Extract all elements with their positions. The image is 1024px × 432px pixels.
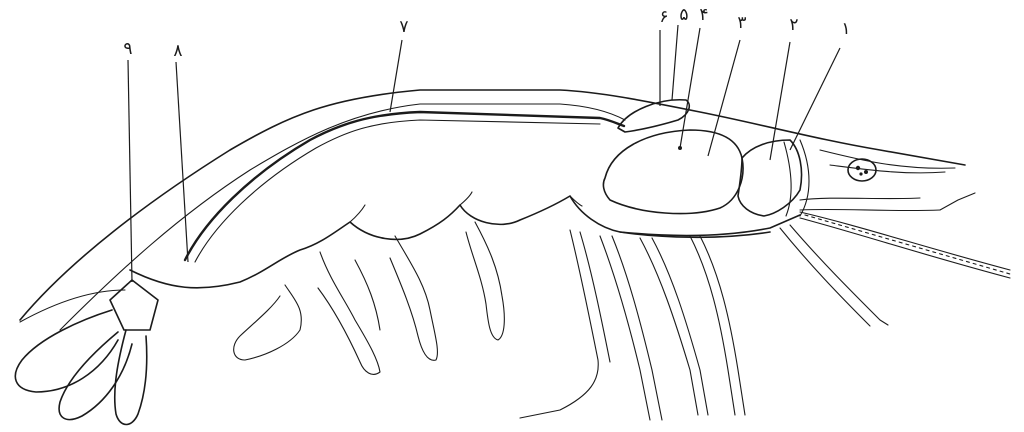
head-organs [603, 100, 809, 216]
label-1: ۱ [841, 19, 850, 39]
organ-5 [618, 100, 689, 132]
label-6: ۶ [659, 7, 668, 27]
label-7: ۷ [399, 17, 408, 37]
label-2: ۲ [789, 15, 798, 35]
label-3: ۳ [737, 13, 746, 33]
eye-and-antennae [780, 159, 1010, 326]
telson [110, 280, 158, 330]
label-5: ۵ [679, 5, 688, 25]
label-8: ۸ [173, 41, 182, 61]
number-labels: ۱ ۲ ۳ ۴ ۵ ۶ ۷ ۸ ۹ [123, 5, 850, 61]
walking-legs [520, 230, 745, 420]
leader-lines [128, 25, 840, 282]
swimmerets [234, 222, 505, 374]
label-4: ۴ [699, 5, 708, 25]
organ-4 [603, 130, 743, 214]
label-9: ۹ [123, 39, 132, 59]
organ-3 [738, 140, 802, 216]
